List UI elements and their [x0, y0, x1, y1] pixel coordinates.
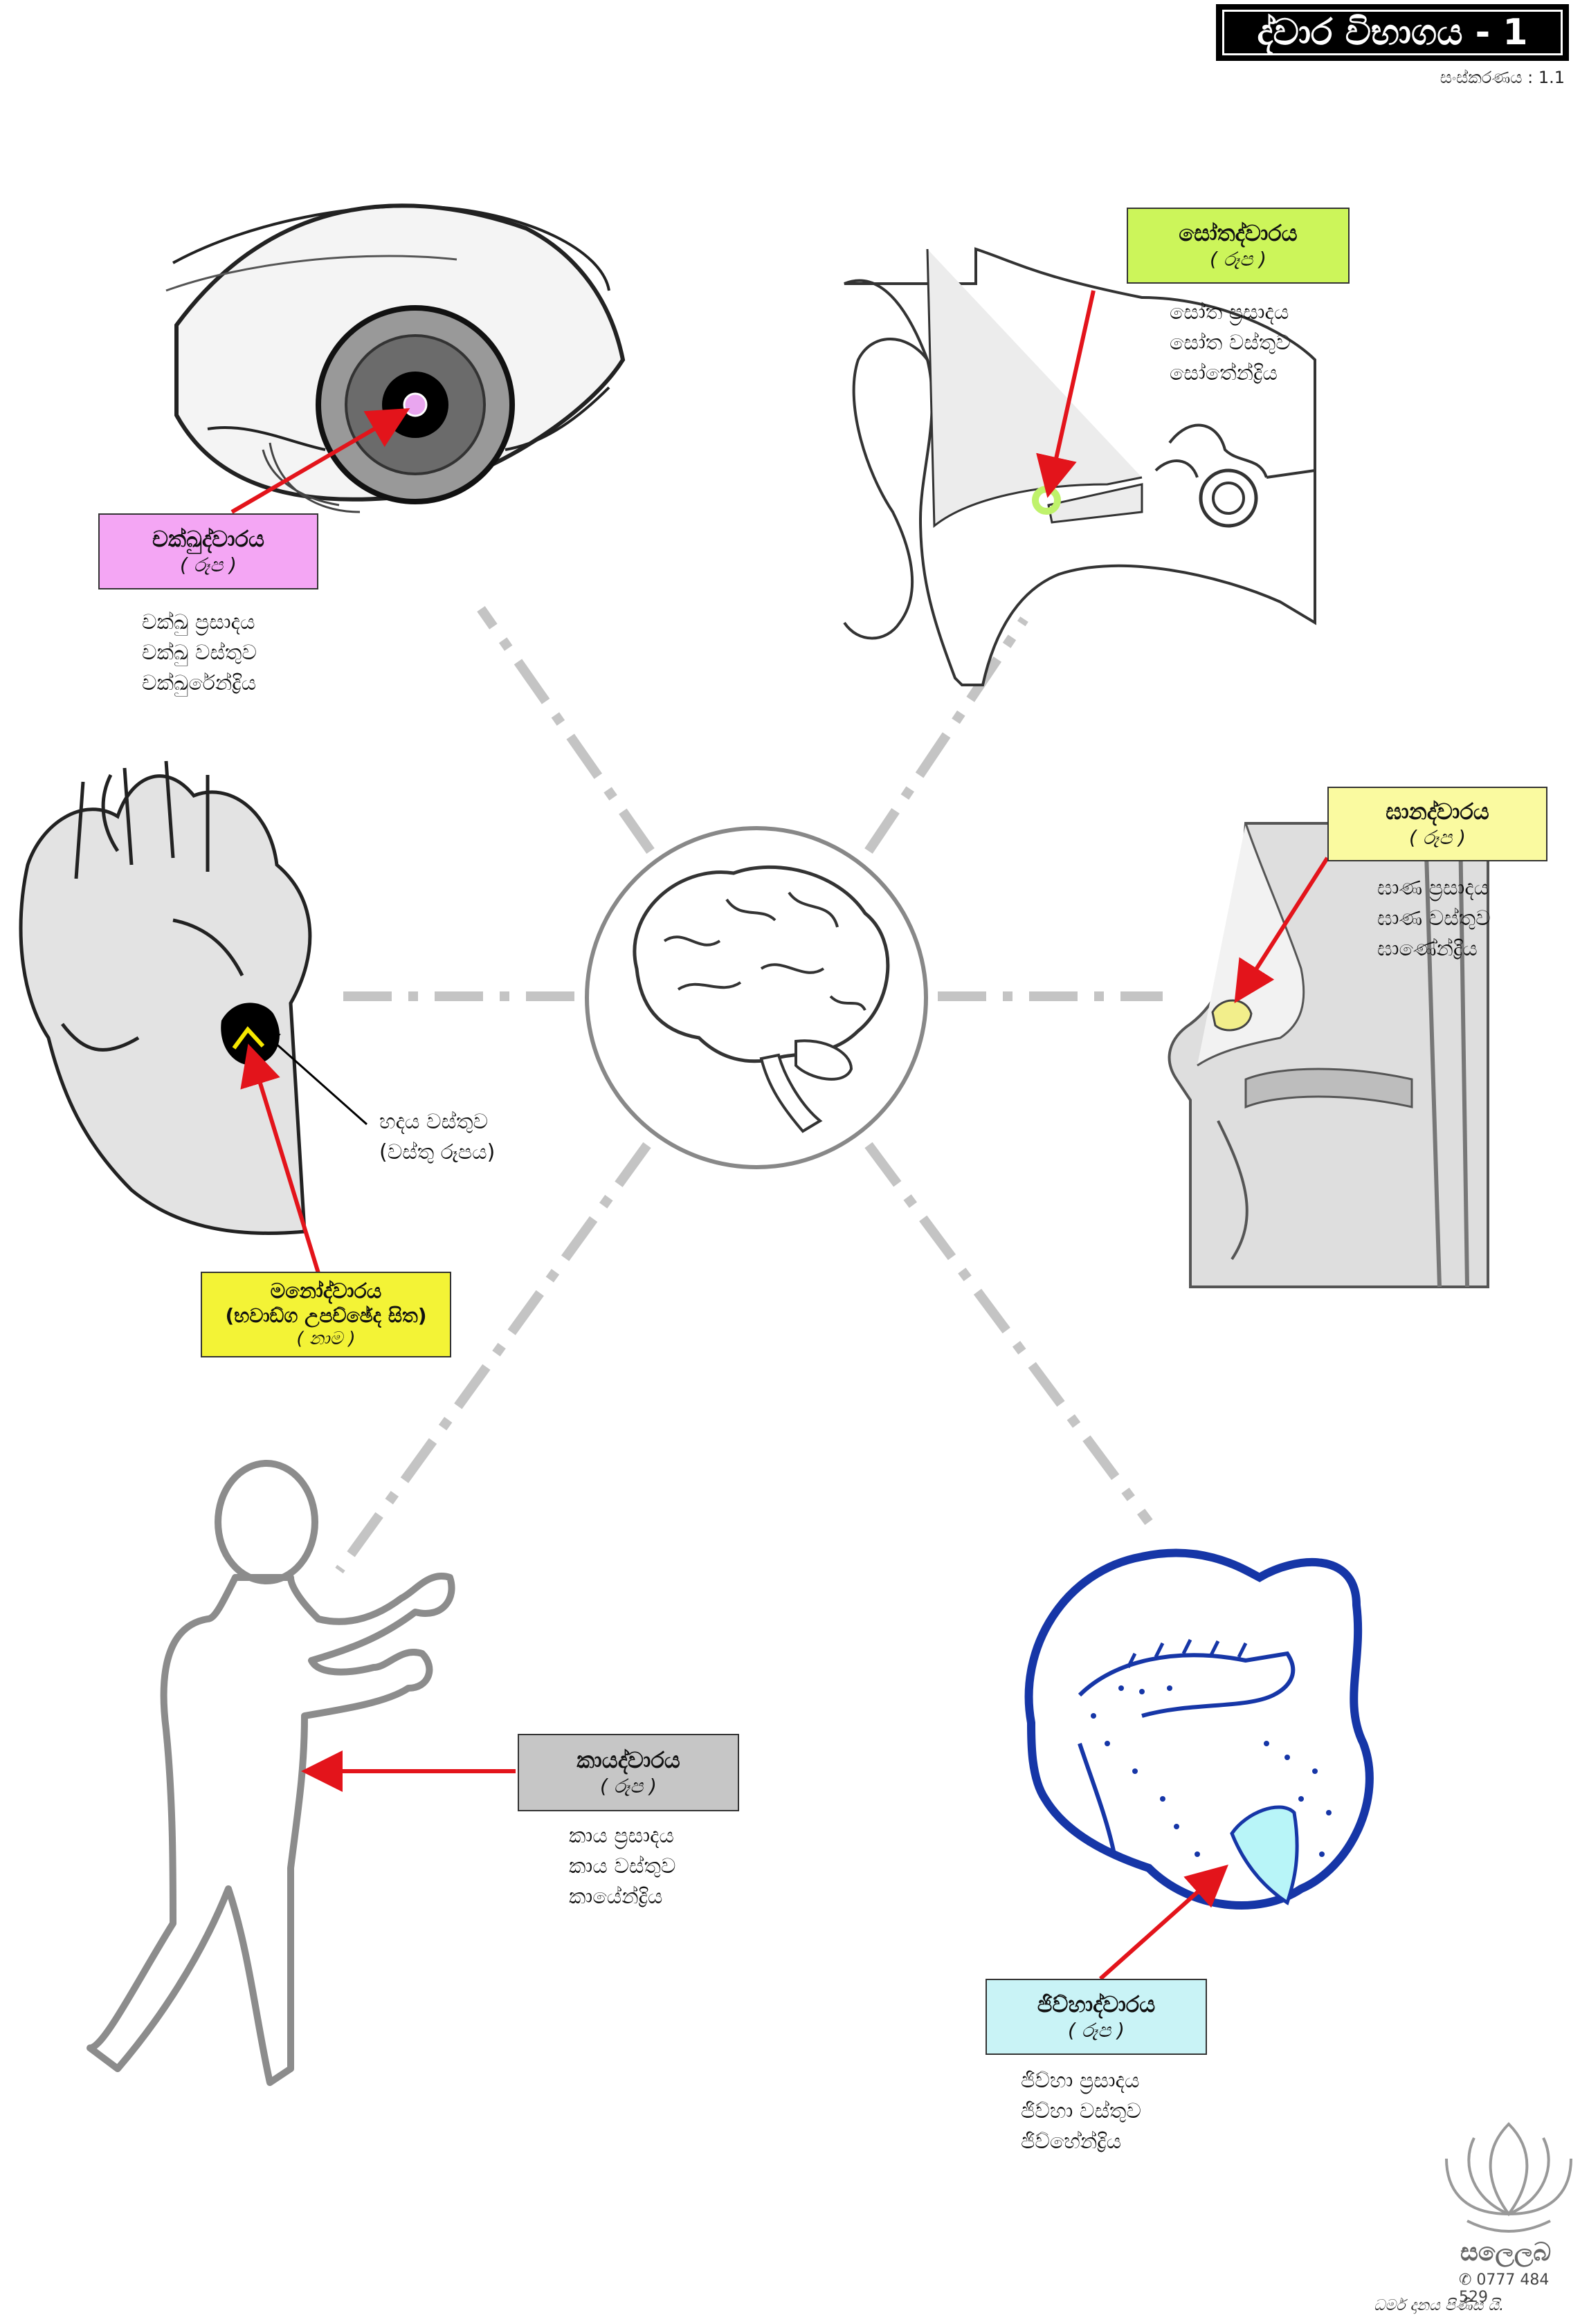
nose-illustration	[1168, 822, 1489, 1288]
body-illustration	[87, 1460, 455, 2086]
nose-door-label: ඝානද්වාරය ( රූප )	[1327, 787, 1547, 861]
body-door-label: කායද්වාරය ( රූප )	[518, 1734, 739, 1811]
connector-eye	[477, 605, 655, 854]
list-item: චක්ඛු ප්‍රසාදය	[142, 610, 255, 634]
connector-ear	[864, 616, 1028, 854]
heart-base-label: හදය වස්තුව (වස්තු රූපය)	[379, 1107, 495, 1168]
tongue-door-list: ජිව්හා ප්‍රසාදය ජිව්හා වස්තුව ජිව්හේන්ද්…	[1021, 2066, 1141, 2157]
version-label: සංස්කරණය : 1.1	[1440, 68, 1565, 87]
list-item: සෝත ප්‍රසාදය	[1170, 300, 1289, 324]
mouth-illustration	[1024, 1548, 1374, 1910]
brain-icon	[585, 826, 928, 1169]
list-item: චක්ඛු වස්තුව	[142, 641, 257, 665]
body-door-list: කාය ප්‍රසාදය කාය වස්තුව කායේන්ද්‍රිය	[569, 1821, 675, 1912]
heart-base-line2: (වස්තු රූපය)	[379, 1140, 496, 1164]
list-item: සෝත වස්තුව	[1170, 331, 1291, 355]
tongue-door-title: ජිව්හාද්වාරය	[1037, 1991, 1156, 2018]
connector-tongue	[864, 1142, 1153, 1526]
eye-pointer-arrow	[230, 408, 410, 514]
lotus-logo-icon	[1445, 2122, 1572, 2233]
list-item: සෝතේන්ද්‍රිය	[1170, 361, 1278, 385]
heart-base-line1: හදය වස්තුව	[379, 1110, 489, 1134]
list-item: ඝාණ වස්තුව	[1377, 906, 1491, 931]
eye-door-label: චක්ඛුද්වාරය ( රූප )	[98, 513, 318, 589]
connector-body	[335, 1142, 651, 1574]
nose-pointer-arrow	[1234, 857, 1329, 1004]
nose-door-list: ඝාණ ප්‍රසාදය ඝාණ වස්තුව ඝාණේන්ද්‍රිය	[1377, 873, 1491, 964]
tongue-door-type: ( රූප )	[1068, 2019, 1125, 2042]
list-item: චක්ඛුරේන්ද්‍රිය	[142, 671, 257, 695]
mind-door-type: ( නාම )	[296, 1328, 356, 1349]
list-item: ජිව්හා වස්තුව	[1021, 2099, 1141, 2123]
connector-lines	[329, 605, 1163, 1574]
list-item: ජිව්හේන්ද්‍රිය	[1021, 2130, 1122, 2154]
footer-note: ධර්ම දානය පිණිස යි.	[1374, 2297, 1505, 2314]
nose-door-type: ( රූප )	[1409, 826, 1466, 849]
list-item: ඝාණ ප්‍රසාදය	[1377, 876, 1489, 900]
mind-pointer-arrow	[240, 1043, 320, 1274]
ear-door-list: සෝත ප්‍රසාදය සෝත වස්තුව සෝතේන්ද්‍රිය	[1170, 298, 1291, 389]
body-door-type: ( රූප )	[600, 1775, 657, 1797]
title-banner: ද්වාර විභාගය - 1	[1216, 4, 1569, 61]
nose-door-title: ඝානද්වාරය	[1386, 798, 1489, 825]
eye-door-list: චක්ඛු ප්‍රසාදය චක්ඛු වස්තුව චක්ඛුරේන්ද්‍…	[142, 607, 257, 699]
list-item: කායේන්ද්‍රිය	[569, 1885, 663, 1909]
phone-number: ✆ 0777 484 529	[1459, 2271, 1550, 2306]
ear-door-title: සෝතද්වාරය	[1179, 220, 1298, 246]
list-item: ඝාණේන්ද්‍රිය	[1377, 937, 1478, 961]
list-item: ජිව්හා ප්‍රසාදය	[1021, 2069, 1140, 2093]
page-title: ද්වාර විභාගය - 1	[1222, 10, 1563, 55]
eye-door-title: චක්ඛුද්වාරය	[152, 526, 264, 552]
list-item: කාය වස්තුව	[569, 1854, 676, 1878]
list-item: කාය ප්‍රසාදය	[569, 1824, 674, 1848]
ear-door-type: ( රූප )	[1210, 248, 1266, 271]
ear-pointer-arrow	[1036, 290, 1096, 498]
logo-name: සලෙලබ	[1460, 2238, 1552, 2267]
mind-door-subtitle: (භවාඞ්ග උපච්ඡේද සිත)	[225, 1304, 427, 1327]
eye-illustration	[165, 203, 626, 513]
mind-door-title: මනෝද්වාරය	[270, 1279, 382, 1303]
eye-door-type: ( රූප )	[180, 553, 237, 576]
mind-door-label: මනෝද්වාරය (භවාඞ්ග උපච්ඡේද සිත) ( නාම )	[201, 1272, 451, 1357]
ear-door-label: සෝතද්වාරය ( රූප )	[1127, 208, 1350, 284]
heart-illustration	[19, 760, 312, 1235]
body-door-title: කායද්වාරය	[576, 1747, 680, 1773]
ear-illustration	[843, 247, 1316, 686]
tongue-pointer-arrow	[1099, 1865, 1228, 1981]
tongue-door-label: ජිව්හාද්වාරය ( රූප )	[986, 1979, 1207, 2055]
